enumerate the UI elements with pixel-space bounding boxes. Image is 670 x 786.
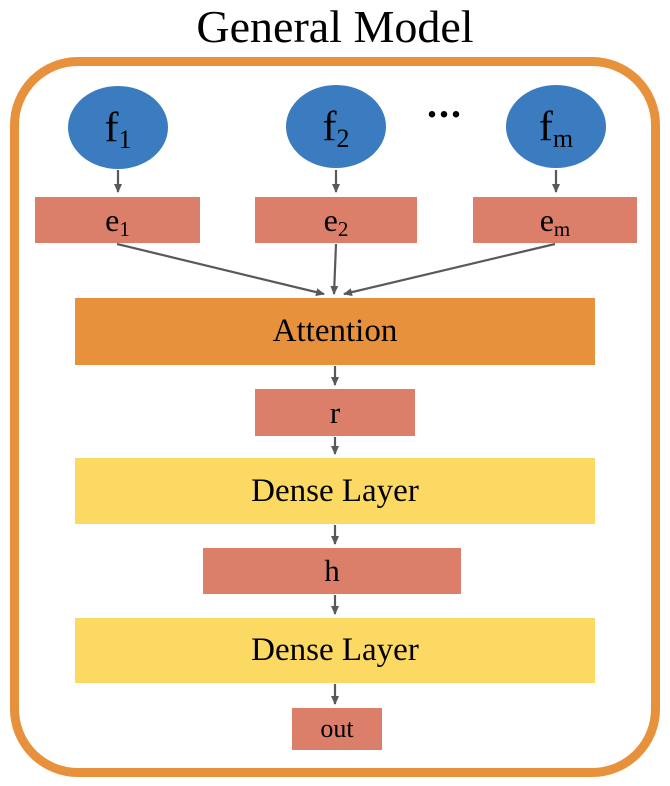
node-label: f [104,104,119,151]
diagram-title: General Model [196,1,474,52]
h-label: h [324,553,340,588]
node-label: f [538,103,553,150]
h-vector-box: h [203,548,461,594]
model-boundary-frame [10,57,660,777]
node-subscript: 2 [337,216,349,241]
out-label: out [320,714,354,743]
node-label: e [105,201,120,238]
dense-layer-2-bar: Dense Layer [75,618,595,683]
node-subscript: 1 [118,124,132,154]
node-subscript: 1 [119,216,130,241]
output-box: out [292,708,382,750]
node-subscript: m [552,123,574,153]
attention-layer-bar: Attention [75,298,595,365]
node-label: e [323,201,338,238]
ellipsis-dots: ... [427,81,463,126]
dense-layer-2-label: Dense Layer [251,632,419,668]
node-label: f [322,103,337,150]
dense-layer-1-bar: Dense Layer [75,458,595,524]
node-subscript: 2 [336,123,350,153]
node-label: e [539,201,554,238]
dense-layer-1-label: Dense Layer [251,472,419,509]
r-vector-box: r [255,389,415,436]
r-label: r [329,394,341,430]
node-subscript: m [553,216,571,241]
attention-label: Attention [272,313,398,349]
